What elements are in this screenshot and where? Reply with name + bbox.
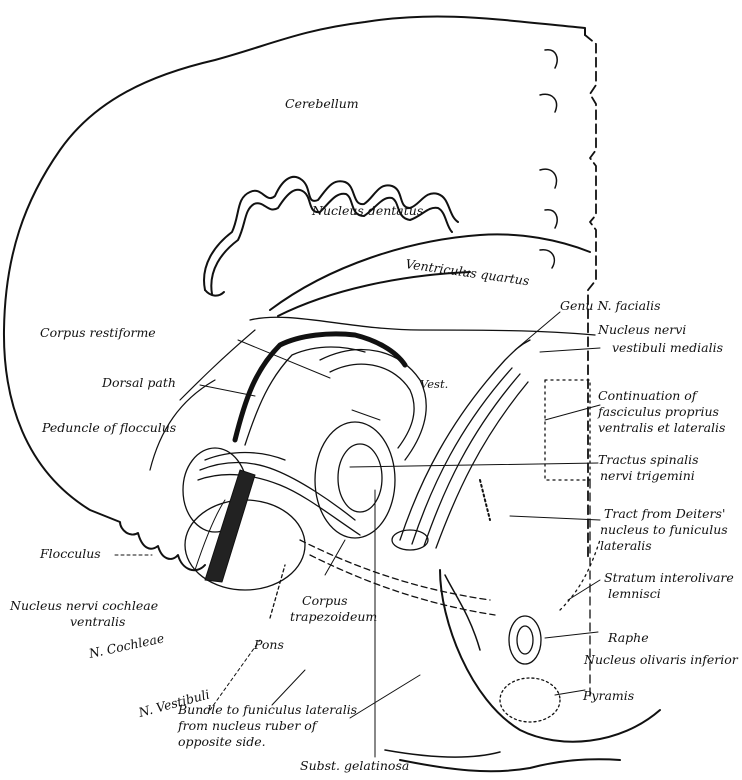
label-tract-deiters-1: Tract from Deiters' <box>604 506 725 521</box>
label-bundle-3: opposite side. <box>178 734 266 749</box>
nucleus-dentatus-shape <box>204 177 458 296</box>
label-dorsal-path: Dorsal path <box>101 375 176 390</box>
label-nucleus-dentatus: Nucleus dentatus <box>311 203 423 218</box>
label-cerebellum: Cerebellum <box>285 96 359 111</box>
label-n-cochleae: N. Cochleae <box>87 630 166 661</box>
label-pyramis: Pyramis <box>582 688 634 703</box>
label-raphe: Raphe <box>607 630 649 645</box>
label-tractus-spinalis-2: nervi trigemini <box>600 468 695 483</box>
label-bundle-2: from nucleus ruber of <box>177 718 319 733</box>
label-nucleus-olivaris-inferior: Nucleus olivaris inferior <box>583 652 739 667</box>
label-flocculus: Flocculus <box>39 546 101 561</box>
label-continuation-2: fasciculus proprius <box>597 404 719 419</box>
label-genu-n-facialis: Genu N. facialis <box>560 298 660 313</box>
leader-lines <box>115 312 600 757</box>
label-corpus-trapezoideum-1: Corpus <box>302 593 348 608</box>
label-nucleus-vestibuli-medialis-2: vestibuli medialis <box>612 340 723 355</box>
label-stratum-2: lemnisci <box>608 586 661 601</box>
label-corpus-restiforme: Corpus restiforme <box>40 325 156 340</box>
label-nucleus-cochleae-2: ventralis <box>70 614 125 629</box>
label-stratum-1: Stratum interolivare <box>604 570 734 585</box>
label-nucleus-cochleae-1: Nucleus nervi cochleae <box>9 598 158 613</box>
labels: Cerebellum Nucleus dentatus Ventriculus … <box>9 96 739 773</box>
label-continuation-1: Continuation of <box>598 388 699 403</box>
label-corpus-trapezoideum-2: trapezoideum <box>290 609 377 624</box>
label-tract-deiters-2: nucleus to funiculus <box>600 522 728 537</box>
label-bundle-1: Bundle to funiculus lateralis <box>177 702 357 717</box>
label-subst-gelatinosa: Subst. gelatinosa <box>300 758 409 773</box>
label-nucleus-vestibuli-medialis-1: Nucleus nervi <box>597 322 686 337</box>
label-tract-deiters-3: lateralis <box>600 538 652 553</box>
label-pons: Pons <box>253 637 284 652</box>
label-peduncle-of-flocculus: Peduncle of flocculus <box>41 420 176 435</box>
label-tractus-spinalis-1: Tractus spinalis <box>598 452 699 467</box>
label-vest: Vest. <box>420 377 448 391</box>
label-continuation-3: ventralis et lateralis <box>598 420 725 435</box>
ventriculus-quartus-shape <box>270 234 590 316</box>
label-ventriculus-quartus: Ventriculus quartus <box>405 256 531 288</box>
